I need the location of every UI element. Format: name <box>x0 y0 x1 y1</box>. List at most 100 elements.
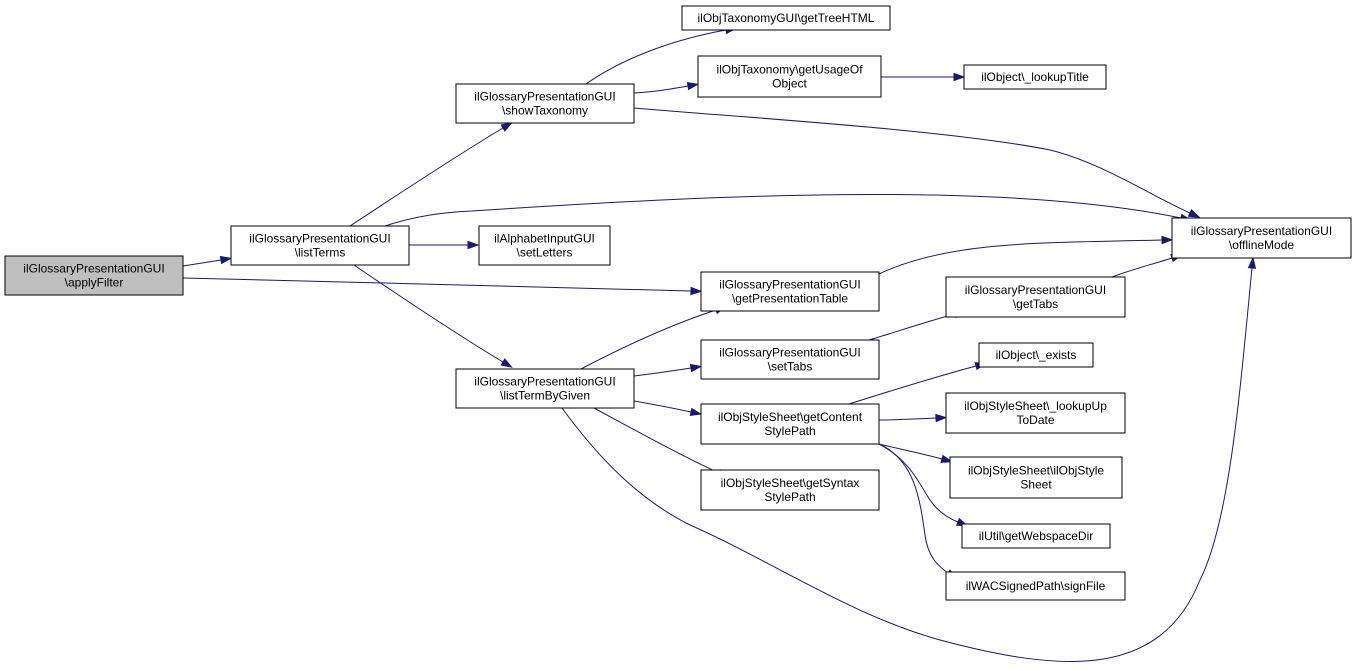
edge-listTerms-to-listTermByGiven <box>353 264 513 368</box>
edge-line <box>633 85 689 94</box>
node-setLetters[interactable]: ilAlphabetInputGUI\setLetters <box>478 225 611 266</box>
edge-listTermByGiven-to-getContentStylePath <box>633 400 703 417</box>
edge-listTerms-to-offlineMode <box>384 194 1193 227</box>
node-label-line: \listTerms <box>295 246 346 260</box>
arrowhead <box>500 358 513 368</box>
node-label-line: \listTermByGiven <box>500 389 590 403</box>
edge-listTerms-to-showTaxonomy <box>349 122 513 227</box>
node-label-line: ilGlossaryPresentationGUI <box>719 278 860 292</box>
node-box <box>681 5 891 31</box>
arrowhead <box>500 122 513 132</box>
edge-line <box>593 407 720 474</box>
edge-getContentStylePath-to-lookupUpToDate <box>878 413 948 423</box>
edge-listTerms-to-setLetters <box>409 240 480 250</box>
node-box <box>961 523 1111 549</box>
edge-getUsageOfObject-to-lookupTitle <box>880 72 966 82</box>
node-label-line: ilGlossaryPresentationGUI <box>23 262 164 276</box>
node-box <box>945 392 1126 434</box>
node-box <box>4 255 184 296</box>
edge-line <box>585 29 727 85</box>
edge-applyFilter-to-getPresentationTable <box>182 277 703 296</box>
arrowhead <box>935 413 948 423</box>
node-label-line: ilGlossaryPresentationGUI <box>474 375 615 389</box>
node-label-line: \offlineMode <box>1229 238 1294 252</box>
node-offlineMode[interactable]: ilGlossaryPresentationGUI\offlineMode <box>1171 217 1352 259</box>
node-showTaxonomy[interactable]: ilGlossaryPresentationGUI\showTaxonomy <box>455 83 635 124</box>
edge-getContentStylePath-to-ilObjStyleSheet <box>878 443 954 463</box>
node-exists[interactable]: ilObject\_exists <box>978 342 1094 368</box>
edge-line <box>182 259 222 267</box>
edge-line <box>868 313 956 341</box>
node-label-line: ilObjStyleSheet\getContent <box>718 410 863 424</box>
edge-line <box>1111 257 1173 278</box>
edge-listTermByGiven-to-setTabs <box>633 363 703 377</box>
node-label-line: \getPresentationTable <box>732 292 848 306</box>
node-label-line: ilWACSignedPath\signFile <box>966 579 1106 593</box>
node-getPresentationTable[interactable]: ilGlossaryPresentationGUI\getPresentatio… <box>700 271 880 312</box>
node-label-line: StylePath <box>764 424 815 438</box>
edge-listTermByGiven-to-offlineMode <box>561 256 1257 662</box>
node-box <box>945 571 1126 601</box>
edge-applyFilter-to-listTerms <box>182 255 233 267</box>
arrowhead <box>940 454 954 463</box>
nodes-layer: ilGlossaryPresentationGUI\applyFilterilG… <box>4 5 1352 601</box>
edge-line <box>633 400 692 413</box>
arrowhead <box>689 363 703 373</box>
edge-showTaxonomy-to-offlineMode <box>633 107 1201 218</box>
edge-getPresentationTable-to-offlineMode <box>878 235 1174 275</box>
edge-line <box>878 417 937 421</box>
node-lookupTitle[interactable]: ilObject\_lookupTitle <box>963 64 1107 90</box>
node-box <box>230 225 410 266</box>
edge-getContentStylePath-to-signFile <box>878 443 958 580</box>
node-label-line: ilObjTaxonomyGUI\getTreeHTML <box>698 11 875 25</box>
node-box <box>945 276 1126 318</box>
node-label-line: ilUtil\getWebspaceDir <box>979 529 1094 543</box>
edge-showTaxonomy-to-getUsageOfObject <box>633 81 700 94</box>
node-label-line: ilAlphabetInputGUI <box>494 232 595 246</box>
edge-line <box>182 277 692 292</box>
arrowhead <box>689 407 703 417</box>
node-label-line: ToDate <box>1016 413 1054 427</box>
node-label-line: ilObject\_lookupTitle <box>981 70 1089 84</box>
edge-line <box>878 443 943 460</box>
node-label-line: ilObject\_exists <box>996 348 1077 362</box>
edge-line <box>353 264 504 363</box>
node-listTermByGiven[interactable]: ilGlossaryPresentationGUI\listTermByGive… <box>455 368 635 409</box>
node-box <box>478 225 611 266</box>
node-signFile[interactable]: ilWACSignedPath\signFile <box>945 571 1126 601</box>
node-applyFilter[interactable]: ilGlossaryPresentationGUI\applyFilter <box>4 255 184 296</box>
node-label-line: \setTabs <box>768 360 813 374</box>
node-box <box>455 368 635 409</box>
node-getWebspaceDir[interactable]: ilUtil\getWebspaceDir <box>961 523 1111 549</box>
edge-line <box>349 127 504 227</box>
node-listTerms[interactable]: ilGlossaryPresentationGUI\listTerms <box>230 225 410 266</box>
node-box <box>700 339 880 380</box>
node-label-line: ilGlossaryPresentationGUI <box>249 232 390 246</box>
edge-line <box>580 309 717 370</box>
node-box <box>700 271 880 312</box>
node-box <box>455 83 635 124</box>
node-getTreeHTML[interactable]: ilObjTaxonomyGUI\getTreeHTML <box>681 5 891 31</box>
node-setTabs[interactable]: ilGlossaryPresentationGUI\setTabs <box>700 339 880 380</box>
edge-line <box>384 194 1182 227</box>
edge-getTabs-to-offlineMode <box>1111 254 1183 278</box>
node-box <box>978 342 1094 368</box>
node-label-line: ilObjStyleSheet\_lookupUp <box>964 399 1107 413</box>
node-getTabs[interactable]: ilGlossaryPresentationGUI\getTabs <box>945 276 1126 318</box>
edge-line <box>633 367 692 377</box>
edge-line <box>633 107 1191 214</box>
node-label-line: Sheet <box>1020 478 1052 492</box>
node-label-line: ilObjTaxonomy\getUsageOf <box>716 63 863 77</box>
edge-line <box>878 239 1163 275</box>
node-box <box>700 403 880 445</box>
node-label-line: \setLetters <box>516 246 572 260</box>
node-ilObjStyleSheet[interactable]: ilObjStyleSheet\ilObjStyleSheet <box>949 456 1123 499</box>
edge-line <box>561 267 1253 662</box>
node-label-line: StylePath <box>764 490 815 504</box>
arrowhead <box>1161 235 1174 245</box>
